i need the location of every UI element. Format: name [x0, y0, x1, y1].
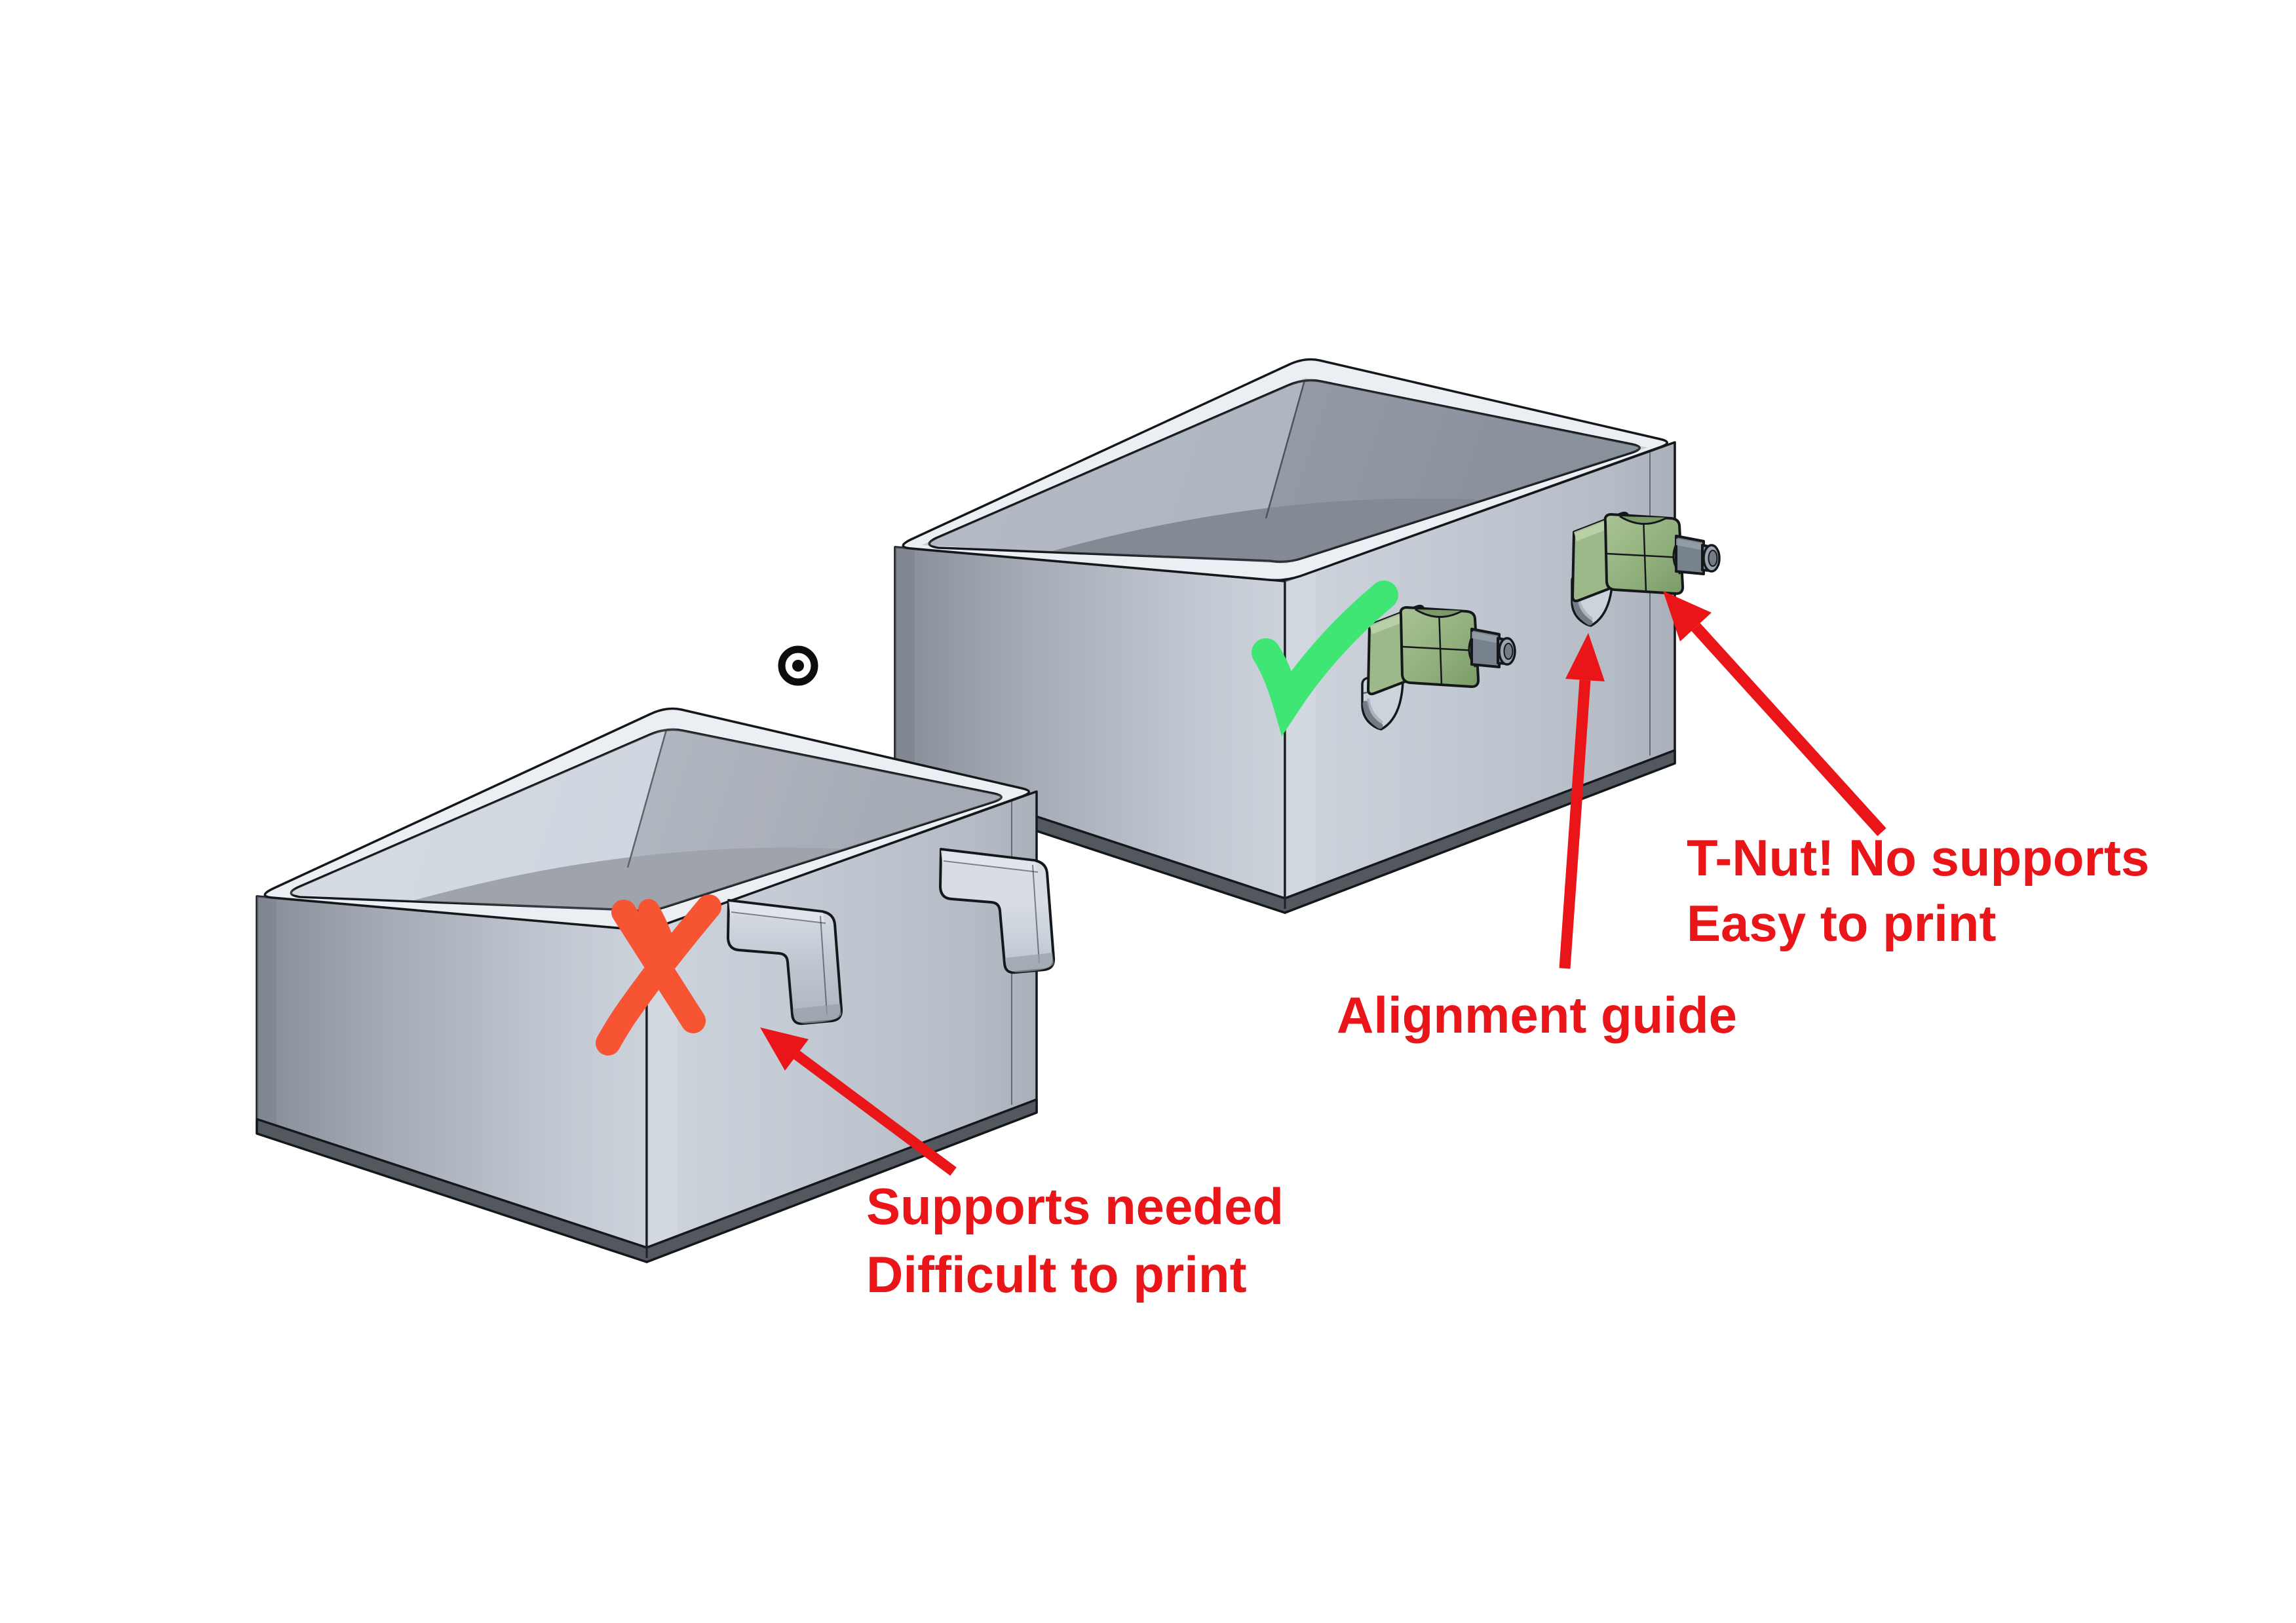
arrow-alignment	[1559, 633, 1605, 969]
l-bracket-hook-upper	[939, 848, 1056, 974]
arrow-tnut	[1663, 591, 1886, 837]
right-bin-interior-shade	[921, 378, 1647, 563]
l-bracket-hook-lower	[727, 899, 843, 1025]
supports-label-line2: Difficult to print	[866, 1246, 1247, 1303]
alignment-label: Alignment guide	[1337, 986, 1737, 1044]
arrow-supports	[760, 1027, 957, 1176]
x-icon	[596, 894, 721, 1056]
left-bin	[256, 707, 1056, 1263]
right-bin	[894, 358, 1721, 914]
origin-target-icon	[778, 645, 818, 686]
tnut-label-line1: T-Nut! No supports	[1687, 829, 2149, 887]
left-bin-interior-light	[283, 727, 1009, 913]
tnut-label-line2: Easy to print	[1687, 894, 1996, 952]
supports-label-line1: Supports needed	[866, 1177, 1284, 1235]
check-icon	[1252, 581, 1398, 736]
